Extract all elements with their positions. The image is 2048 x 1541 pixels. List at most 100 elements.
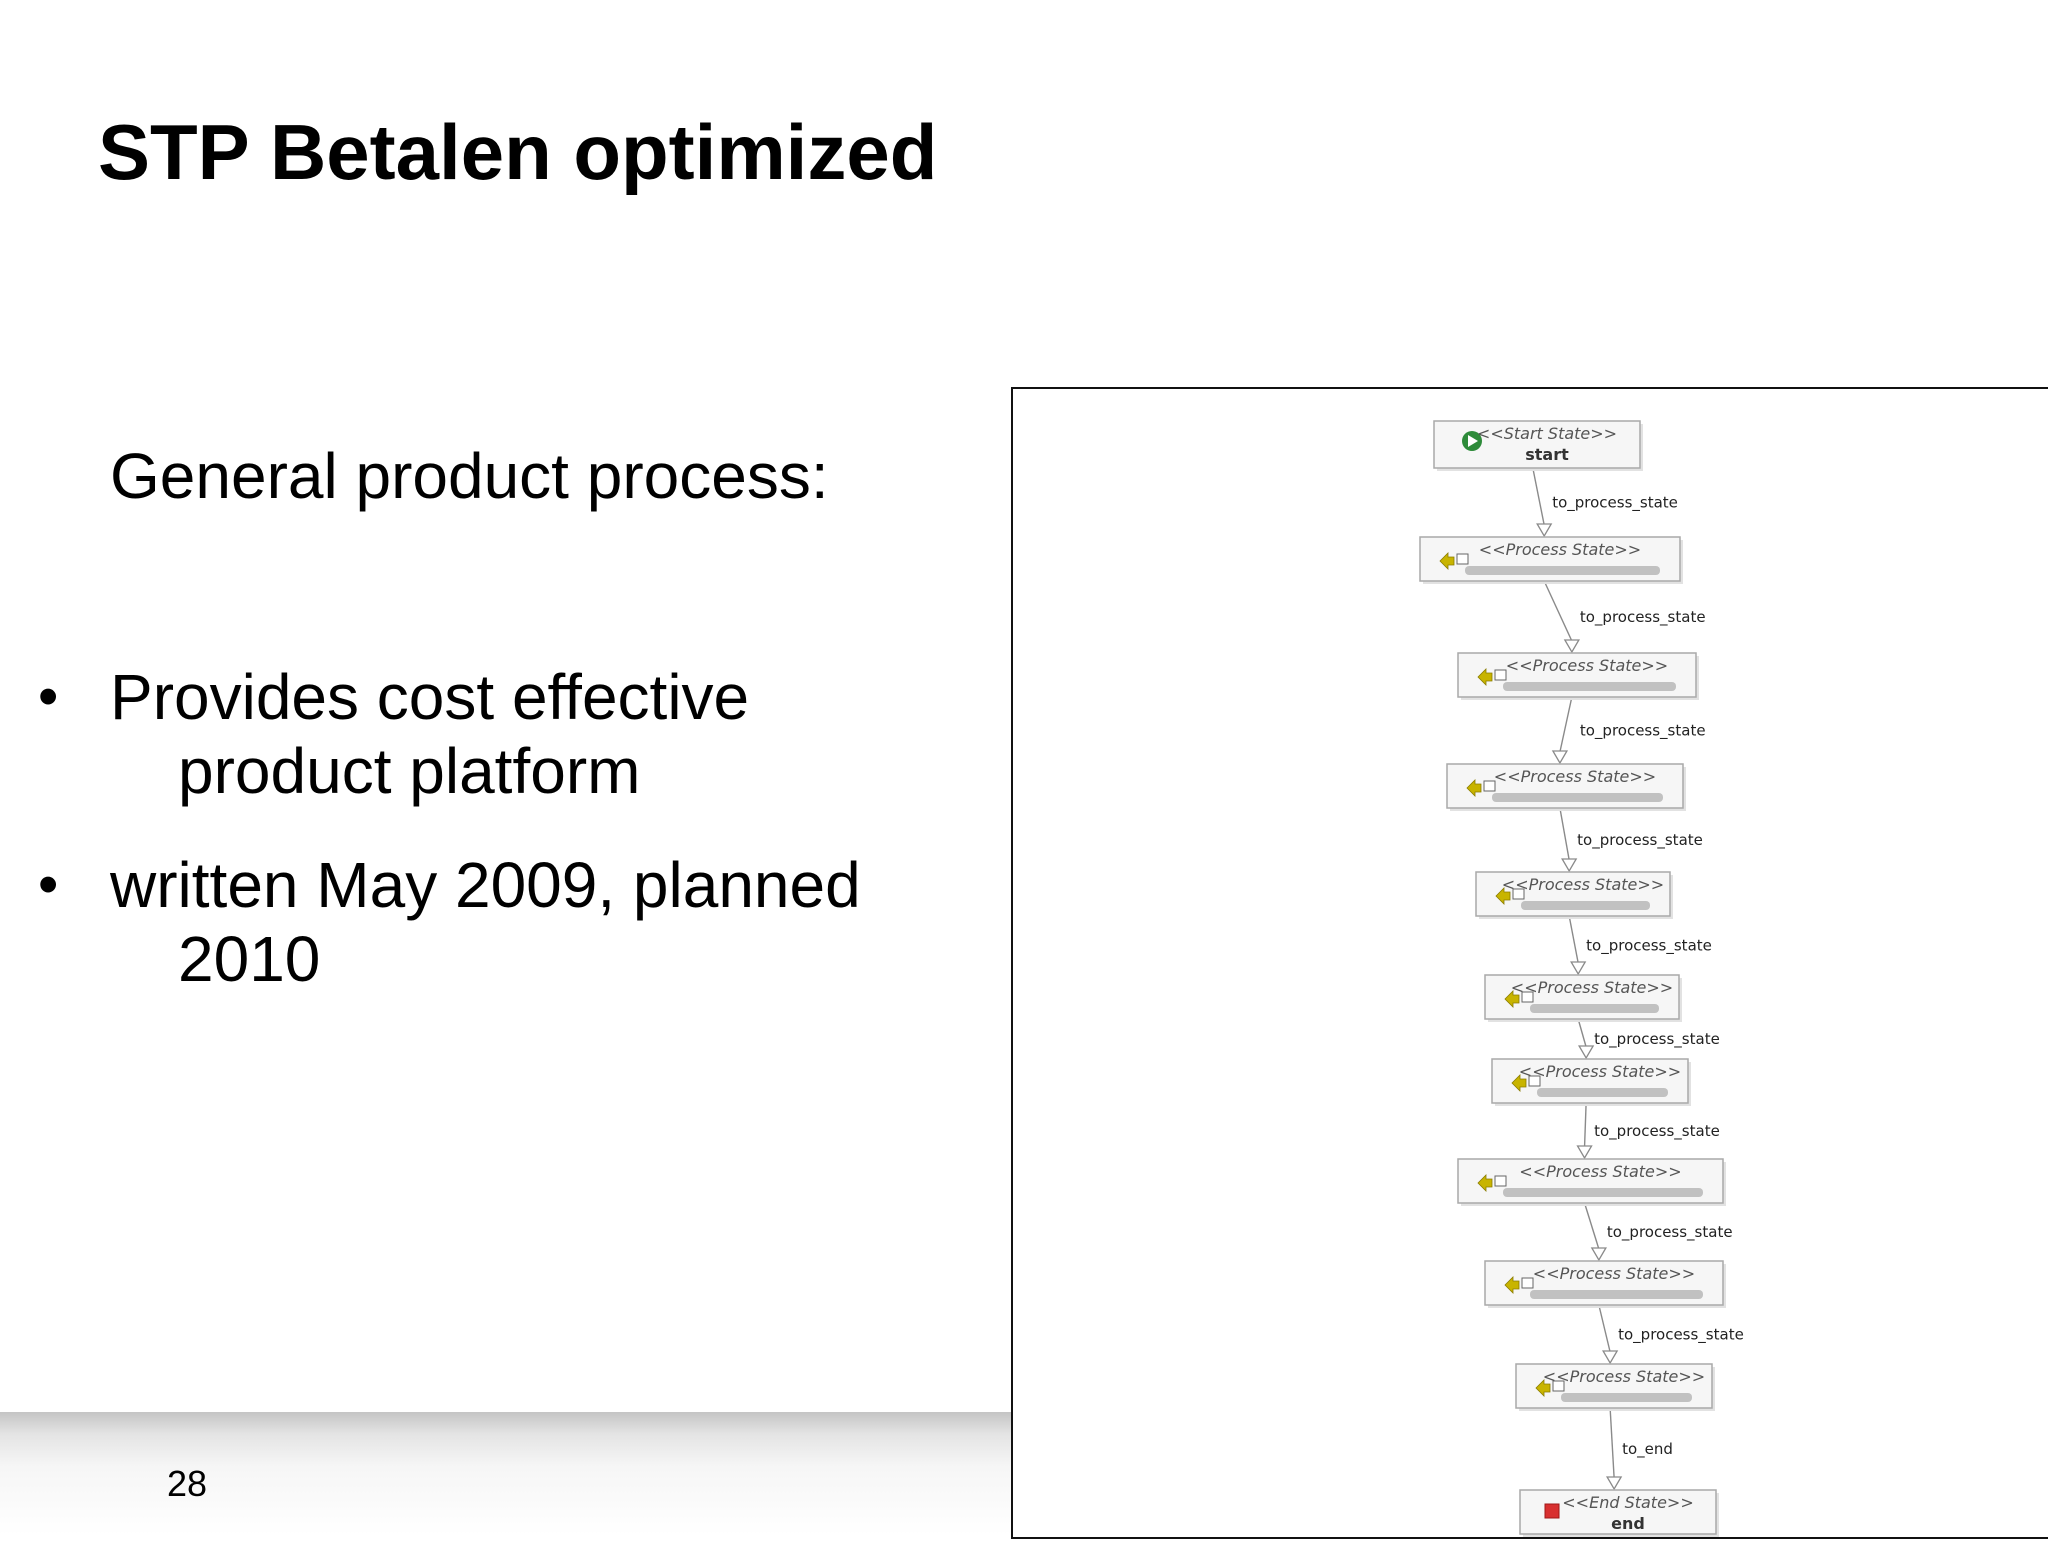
process-window-icon bbox=[1494, 669, 1507, 681]
redacted-name-bar bbox=[1561, 1393, 1692, 1402]
redacted-name-bar bbox=[1465, 566, 1660, 575]
transition-edge: to_end bbox=[1605, 1407, 1673, 1491]
process-state-icon bbox=[1466, 779, 1482, 797]
process-state-node: <<Process State>> bbox=[1491, 1058, 1691, 1106]
bullet-item: • written May 2009, planned 2010 bbox=[0, 848, 1000, 996]
redacted-name-bar bbox=[1530, 1290, 1703, 1299]
bullet-list: • Provides cost effective product platfo… bbox=[0, 660, 1000, 1036]
bullet-line: product platform bbox=[178, 735, 641, 807]
process-state-node: <<Process State>> bbox=[1419, 536, 1683, 584]
process-diagram: to_process_state to_process_state to_proce… bbox=[1011, 387, 2048, 1539]
edge-label: to_process_state bbox=[1594, 1122, 1720, 1141]
bullet-line: Provides cost effective bbox=[110, 661, 750, 733]
redacted-name-bar bbox=[1503, 682, 1676, 691]
process-window-icon bbox=[1456, 553, 1469, 565]
process-window-icon bbox=[1521, 1277, 1534, 1289]
node-stereotype: <<End State>> bbox=[1562, 1493, 1693, 1512]
edge-line bbox=[1598, 1304, 1611, 1353]
edge-label: to_process_state bbox=[1580, 608, 1706, 627]
process-state-node: <<Process State>> bbox=[1457, 652, 1699, 700]
process-diagram-svg: to_process_state to_process_state to_proce… bbox=[1419, 420, 1744, 1537]
end-state-icon bbox=[1544, 1503, 1560, 1519]
edge-line bbox=[1543, 580, 1573, 642]
arrowhead-icon bbox=[1561, 858, 1578, 873]
transition-edge: to_process_state bbox=[1576, 1102, 1720, 1160]
node-stereotype: <<Process State>> bbox=[1479, 540, 1641, 559]
process-state-node: <<Process State>> bbox=[1475, 871, 1673, 919]
node-stereotype: <<Process State>> bbox=[1511, 978, 1673, 997]
node-stereotype: <<Process State>> bbox=[1506, 656, 1668, 675]
edge-label: to_process_state bbox=[1618, 1326, 1744, 1345]
process-window-icon bbox=[1521, 991, 1534, 1003]
process-state-icon bbox=[1477, 668, 1493, 686]
arrowhead-icon bbox=[1590, 1247, 1607, 1262]
arrowhead-icon bbox=[1536, 523, 1553, 538]
node-stereotype: <<Process State>> bbox=[1494, 767, 1656, 786]
process-state-node: <<Process State>> bbox=[1446, 763, 1686, 811]
play-icon bbox=[1468, 435, 1478, 447]
bullet-line: 2010 bbox=[178, 923, 321, 995]
transition-edge: to_process_state bbox=[1577, 1018, 1720, 1060]
edge-line bbox=[1559, 696, 1573, 753]
transition-edge: to_process_state bbox=[1559, 807, 1703, 873]
bullet-icon: • bbox=[38, 664, 59, 729]
process-state-icon bbox=[1495, 887, 1511, 905]
redacted-name-bar bbox=[1521, 901, 1650, 910]
end-state-node: <<End State>> end bbox=[1519, 1489, 1719, 1537]
node-stereotype: <<Process State>> bbox=[1543, 1367, 1705, 1386]
process-state-node: <<Process State>> bbox=[1484, 1260, 1726, 1308]
edge-line bbox=[1577, 1018, 1587, 1048]
arrowhead-icon bbox=[1570, 961, 1587, 976]
arrowhead-icon bbox=[1551, 750, 1569, 765]
bullet-text: written May 2009, planned 2010 bbox=[110, 848, 1000, 996]
process-state-icon bbox=[1504, 990, 1520, 1008]
transition-edge: to_process_state bbox=[1568, 915, 1712, 976]
process-state-icon bbox=[1477, 1174, 1493, 1192]
node-name: end bbox=[1611, 1514, 1645, 1533]
bullet-text: Provides cost effective product platform bbox=[110, 660, 1000, 808]
bullet-item: • Provides cost effective product platfo… bbox=[0, 660, 1000, 808]
process-window-icon bbox=[1512, 888, 1525, 900]
transition-edge: to_process_state bbox=[1551, 696, 1706, 765]
redacted-name-bar bbox=[1503, 1188, 1703, 1197]
node-stereotype: <<Start State>> bbox=[1477, 424, 1617, 443]
transition-edge: to_process_state bbox=[1598, 1304, 1744, 1365]
edge-label: to_end bbox=[1622, 1440, 1673, 1459]
edge-line bbox=[1532, 467, 1545, 526]
process-state-node: <<Process State>> bbox=[1484, 974, 1682, 1022]
intro-text: General product process: bbox=[110, 440, 829, 512]
arrowhead-icon bbox=[1563, 639, 1580, 654]
process-window-icon bbox=[1494, 1175, 1507, 1187]
process-state-icon bbox=[1511, 1074, 1527, 1092]
redacted-name-bar bbox=[1530, 1004, 1659, 1013]
process-window-icon bbox=[1483, 780, 1496, 792]
edge-label: to_process_state bbox=[1577, 831, 1703, 850]
edge-label: to_process_state bbox=[1594, 1030, 1720, 1049]
edge-line bbox=[1583, 1202, 1600, 1250]
arrowhead-icon bbox=[1576, 1145, 1593, 1160]
process-state-node: <<Process State>> bbox=[1515, 1363, 1715, 1411]
edge-label: to_process_state bbox=[1586, 937, 1712, 956]
process-state-icon bbox=[1504, 1276, 1520, 1294]
node-name: start bbox=[1525, 445, 1569, 464]
bullet-icon: • bbox=[38, 852, 59, 917]
edge-line bbox=[1559, 807, 1570, 861]
page-number: 28 bbox=[167, 1463, 208, 1504]
redacted-name-bar bbox=[1537, 1088, 1668, 1097]
process-window-icon bbox=[1528, 1075, 1541, 1087]
edge-label: to_process_state bbox=[1552, 494, 1678, 513]
arrowhead-icon bbox=[1605, 1476, 1623, 1491]
process-state-icon bbox=[1439, 552, 1455, 570]
process-state-icon bbox=[1535, 1379, 1551, 1397]
arrowhead-icon bbox=[1577, 1045, 1595, 1060]
redacted-name-bar bbox=[1492, 793, 1663, 802]
node-stereotype: <<Process State>> bbox=[1533, 1264, 1695, 1283]
edge-label: to_process_state bbox=[1607, 1223, 1733, 1242]
start-state-node: <<Start State>> start bbox=[1433, 420, 1643, 471]
bullet-line: written May 2009, planned bbox=[110, 849, 861, 921]
edge-label: to_process_state bbox=[1580, 722, 1706, 741]
transition-edge: to_process_state bbox=[1543, 580, 1706, 654]
edge-line bbox=[1609, 1407, 1615, 1479]
edge-line bbox=[1583, 1102, 1587, 1148]
process-window-icon bbox=[1552, 1380, 1565, 1392]
